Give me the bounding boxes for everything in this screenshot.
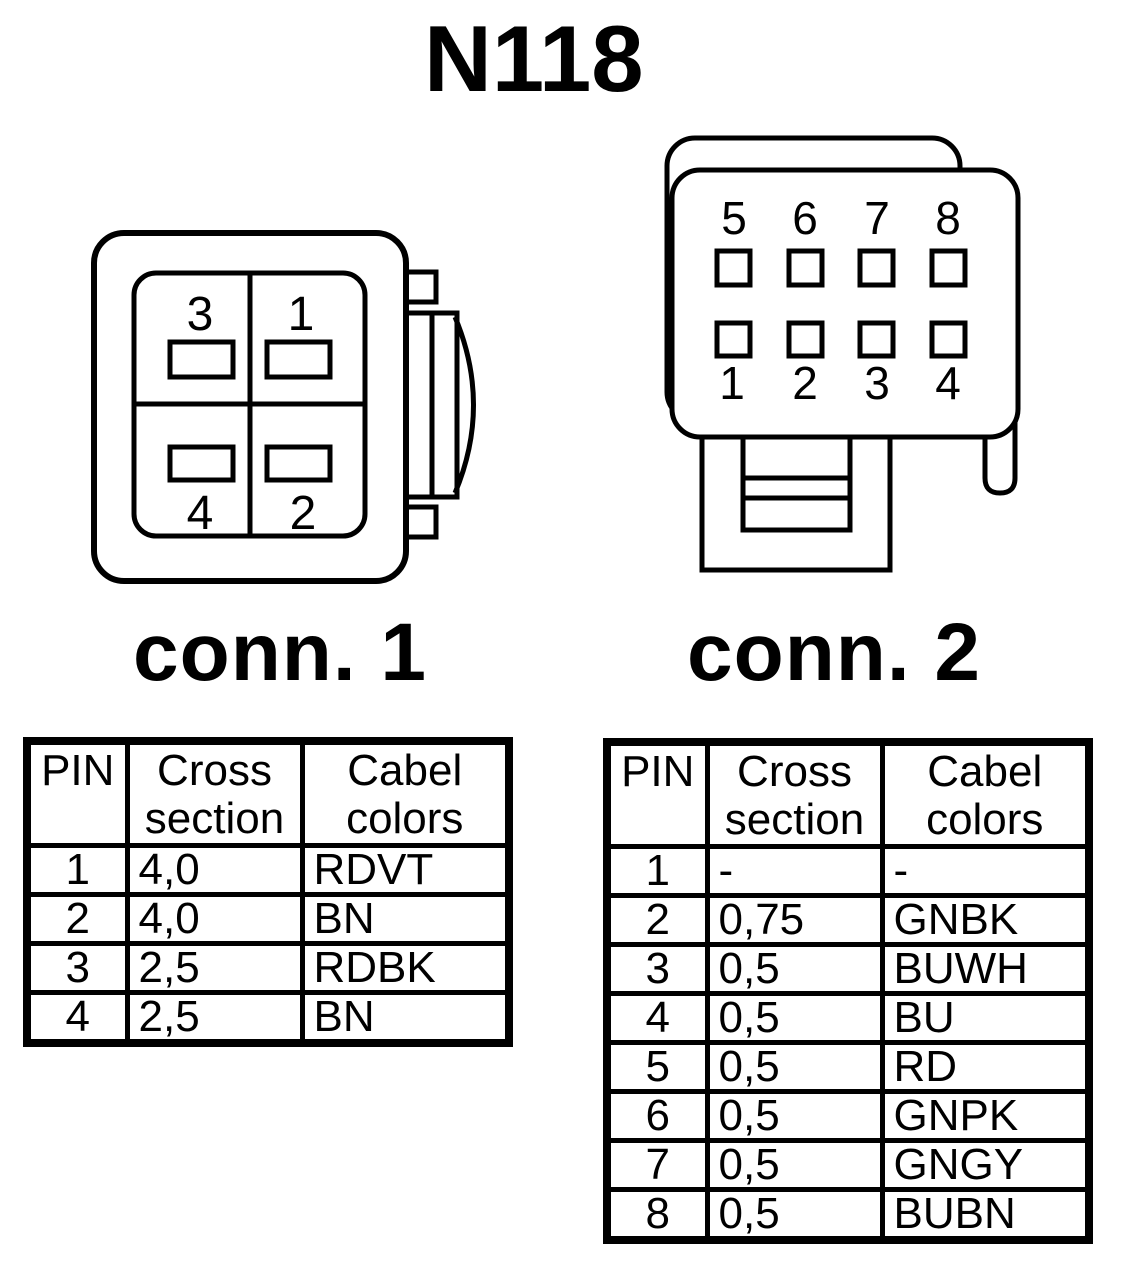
column-header-cross-section: Cross section bbox=[124, 738, 305, 848]
cable-color-cell: RDVT bbox=[299, 843, 512, 897]
pin-cell: 6 bbox=[604, 1089, 710, 1143]
connector2-latch bbox=[740, 434, 853, 533]
pin-number-label: 6 bbox=[792, 192, 818, 244]
table-row: 1 - - bbox=[604, 844, 1092, 898]
pin-cavity-5 bbox=[714, 248, 753, 288]
pin-number-label: 5 bbox=[721, 192, 747, 244]
pin-cell: 3 bbox=[604, 942, 710, 996]
pin-slot-3 bbox=[167, 339, 236, 380]
table-row: 3 2,5 RDBK bbox=[24, 941, 512, 995]
pin-cell: 3 bbox=[24, 941, 130, 995]
pin-cavity-6 bbox=[786, 248, 825, 288]
pinout-table-conn1: PIN Cross section Cabel colors 1 4,0 RDV… bbox=[23, 737, 513, 1047]
column-header-pin: PIN bbox=[24, 738, 130, 848]
pin-cavity-1 bbox=[714, 320, 753, 359]
cable-color-cell: BUWH bbox=[879, 942, 1092, 996]
cross-section-cell: 0,75 bbox=[704, 893, 885, 947]
cable-color-cell: GNPK bbox=[879, 1089, 1092, 1143]
connector1-latch-curve bbox=[452, 316, 476, 494]
pin-number-label: 4 bbox=[187, 487, 214, 540]
column-header-cable-colors: Cabel colors bbox=[879, 739, 1092, 849]
pin-number-label: 4 bbox=[935, 357, 961, 409]
connector1-bottom-tab bbox=[402, 504, 439, 540]
pin-cell: 4 bbox=[24, 990, 130, 1046]
pin-slot-2 bbox=[264, 444, 333, 483]
pin-number-label: 3 bbox=[187, 288, 214, 341]
pin-cavity-4 bbox=[929, 320, 968, 359]
cable-color-cell: GNGY bbox=[879, 1138, 1092, 1192]
page-title: N118 bbox=[424, 6, 644, 111]
pin-cell: 5 bbox=[604, 1040, 710, 1094]
pin-cell: 8 bbox=[604, 1187, 710, 1243]
connector2-diagram: 5 6 7 8 1 2 3 4 bbox=[664, 135, 1021, 573]
table-row: 2 4,0 BN bbox=[24, 892, 512, 946]
connector1-top-tab bbox=[402, 269, 439, 305]
cross-section-cell: 0,5 bbox=[704, 1187, 885, 1243]
table-row: 4 2,5 BN bbox=[24, 990, 512, 1046]
table-row: 3 0,5 BUWH bbox=[604, 942, 1092, 996]
cross-section-cell: 0,5 bbox=[704, 1089, 885, 1143]
pin-cell: 2 bbox=[24, 892, 130, 946]
pin-cell: 1 bbox=[604, 844, 710, 898]
pin-number-label: 7 bbox=[864, 192, 890, 244]
pin-slot-4 bbox=[167, 444, 236, 483]
pin-cavity-8 bbox=[929, 248, 968, 288]
cross-section-cell: 0,5 bbox=[704, 1040, 885, 1094]
cross-section-cell: 4,0 bbox=[124, 843, 305, 897]
cable-color-cell: RDBK bbox=[299, 941, 512, 995]
cable-color-cell: BUBN bbox=[879, 1187, 1092, 1243]
pin-number-label: 8 bbox=[935, 192, 961, 244]
table-row: 2 0,75 GNBK bbox=[604, 893, 1092, 947]
cross-section-cell: 2,5 bbox=[124, 990, 305, 1046]
pin-slot-1 bbox=[264, 339, 333, 380]
cross-section-cell: 0,5 bbox=[704, 991, 885, 1045]
column-header-pin: PIN bbox=[604, 739, 710, 849]
table-row: 5 0,5 RD bbox=[604, 1040, 1092, 1094]
table-row: 7 0,5 GNGY bbox=[604, 1138, 1092, 1192]
cross-section-cell: 0,5 bbox=[704, 942, 885, 996]
pin-cell: 1 bbox=[24, 843, 130, 897]
pin-cell: 4 bbox=[604, 991, 710, 1045]
cable-color-cell: RD bbox=[879, 1040, 1092, 1094]
cable-color-cell: GNBK bbox=[879, 893, 1092, 947]
connector2-caption: conn. 2 bbox=[687, 607, 982, 698]
cross-section-cell: - bbox=[704, 844, 885, 898]
table-row: 1 4,0 RDVT bbox=[24, 843, 512, 897]
pin-number-label: 2 bbox=[792, 357, 818, 409]
table-row: 8 0,5 BUBN bbox=[604, 1187, 1092, 1243]
connector1-caption: conn. 1 bbox=[133, 607, 428, 698]
column-header-cross-section: Cross section bbox=[704, 739, 885, 849]
pin-number-label: 3 bbox=[864, 357, 890, 409]
pinout-table-conn2: PIN Cross section Cabel colors 1 - - 2 0… bbox=[603, 738, 1093, 1244]
pin-cavity-2 bbox=[786, 320, 825, 359]
pin-number-label: 2 bbox=[290, 487, 317, 540]
connector1-diagram: 3 1 4 2 bbox=[91, 230, 476, 584]
pin-cavity-3 bbox=[857, 320, 896, 359]
cable-color-cell: BU bbox=[879, 991, 1092, 1045]
pin-cell: 7 bbox=[604, 1138, 710, 1192]
table-header-row: PIN Cross section Cabel colors bbox=[604, 739, 1092, 849]
cable-color-cell: - bbox=[879, 844, 1092, 898]
cross-section-cell: 4,0 bbox=[124, 892, 305, 946]
pin-cell: 2 bbox=[604, 893, 710, 947]
pin-number-label: 1 bbox=[288, 288, 315, 341]
cable-color-cell: BN bbox=[299, 892, 512, 946]
table-row: 6 0,5 GNPK bbox=[604, 1089, 1092, 1143]
cable-color-cell: BN bbox=[299, 990, 512, 1046]
cross-section-cell: 2,5 bbox=[124, 941, 305, 995]
table-header-row: PIN Cross section Cabel colors bbox=[24, 738, 512, 848]
table-row: 4 0,5 BU bbox=[604, 991, 1092, 1045]
cross-section-cell: 0,5 bbox=[704, 1138, 885, 1192]
pin-cavity-7 bbox=[857, 248, 896, 288]
column-header-cable-colors: Cabel colors bbox=[299, 738, 512, 848]
pin-number-label: 1 bbox=[719, 357, 745, 409]
